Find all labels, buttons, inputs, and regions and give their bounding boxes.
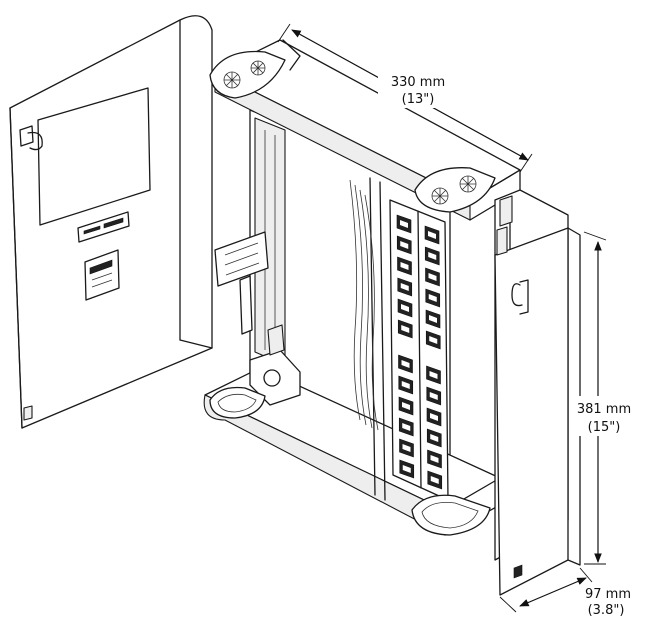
adapter-port bbox=[400, 241, 409, 249]
height-metric-label: 381 mm bbox=[577, 402, 631, 417]
adapter-port bbox=[401, 325, 410, 333]
door-window bbox=[37, 87, 151, 226]
adapter-port bbox=[429, 315, 437, 323]
right-door-latch bbox=[511, 279, 529, 315]
width-imperial-label: (13") bbox=[402, 92, 435, 107]
bottom-grommet-right bbox=[411, 494, 491, 536]
depth-dimension: 97 mm (3.8") bbox=[499, 567, 631, 618]
adapter-port bbox=[430, 413, 438, 421]
door-hinge-tab bbox=[23, 405, 33, 421]
adapter-port bbox=[428, 294, 437, 302]
adapter-port bbox=[430, 455, 439, 463]
adapter-port bbox=[401, 304, 409, 312]
width-dimension: 330 mm (13") bbox=[277, 23, 533, 173]
adapter-port bbox=[401, 360, 410, 368]
adapter-port bbox=[402, 465, 411, 473]
adapter-port bbox=[428, 231, 436, 239]
adapter-port bbox=[400, 262, 409, 270]
width-metric-label: 330 mm bbox=[391, 75, 445, 90]
adapter-port bbox=[429, 392, 438, 400]
door-latch bbox=[19, 125, 43, 151]
height-imperial-label: (15") bbox=[588, 420, 621, 435]
adapter-port bbox=[402, 402, 410, 410]
top-cable-guide-right bbox=[414, 167, 496, 213]
right-hinges bbox=[496, 195, 513, 256]
depth-metric-label: 97 mm bbox=[585, 587, 631, 602]
depth-imperial-label: (3.8") bbox=[588, 603, 625, 618]
adapter-port bbox=[401, 381, 410, 389]
height-dimension: 381 mm (15") bbox=[576, 231, 632, 565]
adapter-port bbox=[400, 220, 408, 228]
adapter-port bbox=[429, 371, 438, 379]
fiber-routing bbox=[349, 179, 379, 431]
connector-array bbox=[396, 214, 443, 490]
adapter-port bbox=[428, 252, 437, 260]
door-warning-label bbox=[84, 249, 120, 301]
adapter-port bbox=[430, 476, 439, 484]
adapter-port bbox=[430, 434, 439, 442]
right-door bbox=[494, 227, 581, 596]
mounting-bracket bbox=[214, 231, 269, 335]
bottom-grommet-left bbox=[209, 386, 266, 419]
cable-clamp bbox=[249, 324, 301, 406]
adapter-port bbox=[402, 423, 411, 431]
adapter-port bbox=[429, 336, 438, 344]
adapter-port bbox=[402, 444, 411, 452]
adapter-port bbox=[400, 283, 409, 291]
door-label-plate bbox=[77, 211, 130, 243]
adapter-port bbox=[428, 273, 437, 281]
left-door bbox=[9, 15, 213, 429]
